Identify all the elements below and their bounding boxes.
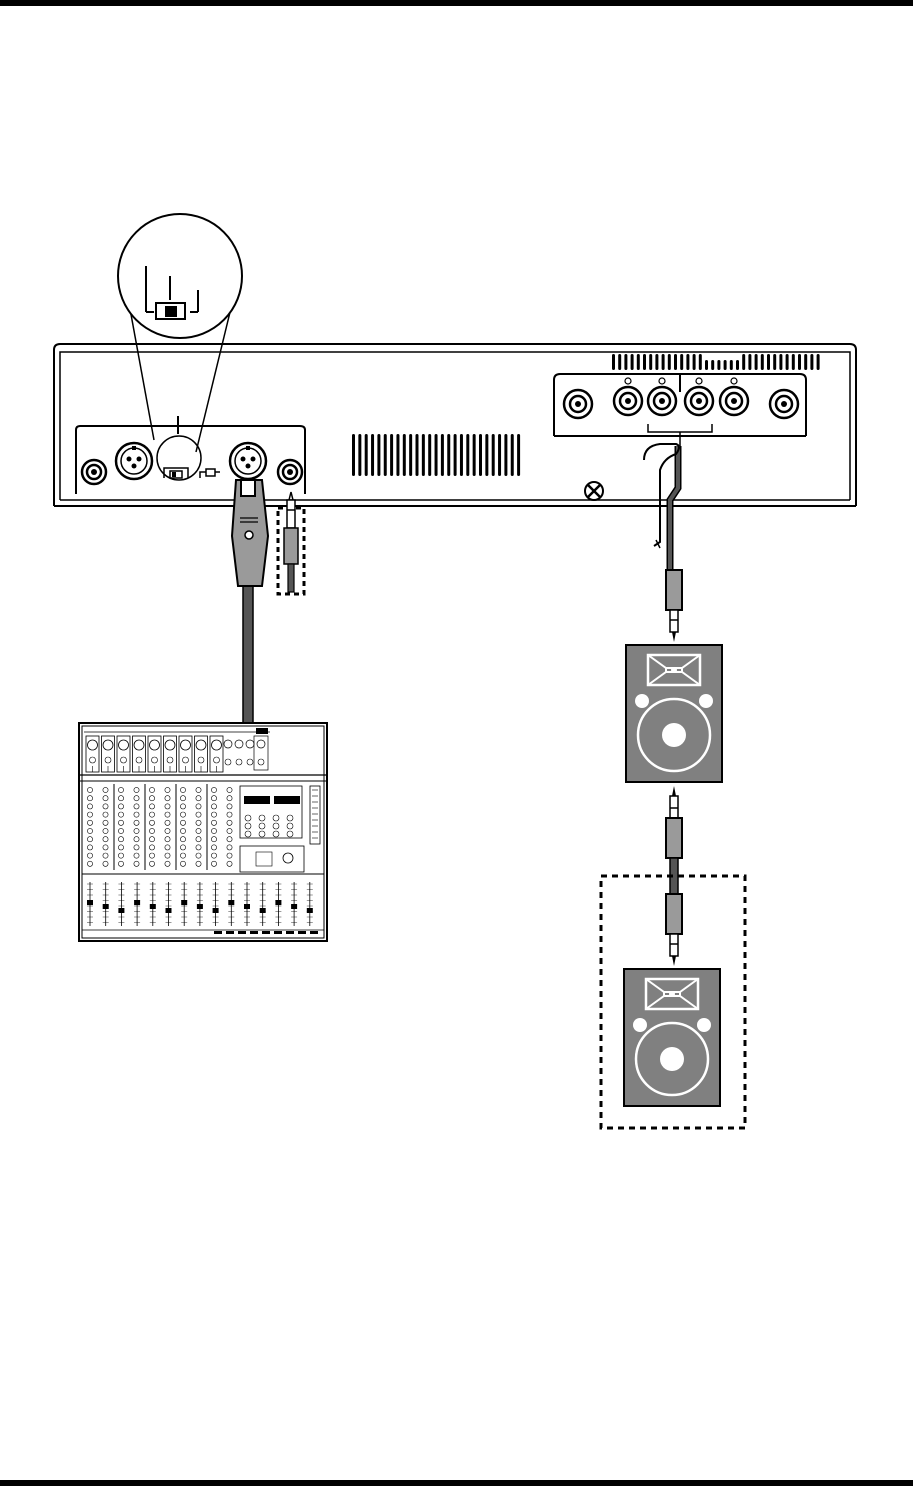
- phone-plug-icon: [666, 570, 682, 642]
- phone-plug-icon: [666, 786, 682, 858]
- grille-slot: [686, 354, 689, 370]
- xlr-cable: [232, 480, 268, 724]
- grille-slot: [693, 354, 696, 370]
- grille-slot: [674, 354, 677, 370]
- grille-slot: [649, 354, 652, 370]
- grille-slot: [435, 434, 438, 476]
- phone-output-jack-icon[interactable]: [770, 390, 798, 418]
- speakon-output-jack-icon[interactable]: [685, 387, 713, 415]
- grille-slot: [384, 434, 387, 476]
- grille-slot: [711, 360, 714, 370]
- speakon-output-jack-icon[interactable]: [614, 387, 642, 415]
- xlr-input-jack-icon[interactable]: [116, 443, 152, 479]
- grille-slot: [466, 434, 469, 476]
- xlr-input-jack-icon[interactable]: [230, 443, 266, 479]
- grille-slot: [517, 434, 520, 476]
- grille-slot: [454, 434, 457, 476]
- grille-slot: [798, 354, 801, 370]
- grille-slot: [390, 434, 393, 476]
- grille-slot: [441, 434, 444, 476]
- grille-slot: [767, 354, 770, 370]
- grille-slot: [773, 354, 776, 370]
- grille-slot: [724, 360, 727, 370]
- speakon-output-jack-icon[interactable]: [720, 387, 748, 415]
- grille-slot: [699, 354, 702, 370]
- grille-slot: [352, 434, 355, 476]
- grille-slot: [668, 354, 671, 370]
- grille-slot: [618, 354, 621, 370]
- grille-slot: [624, 354, 627, 370]
- phone-input-jack-icon[interactable]: [278, 460, 302, 484]
- grille-slot: [662, 354, 665, 370]
- grille-slot: [748, 354, 751, 370]
- grille-slot: [804, 354, 807, 370]
- grille-slot: [742, 354, 745, 370]
- bottom-page-bar: [0, 1480, 913, 1486]
- grille-slot: [736, 360, 739, 370]
- grille-slot: [655, 354, 658, 370]
- grille-slot: [730, 360, 733, 370]
- grille-slot: [779, 354, 782, 370]
- xlr-plug-icon: [232, 480, 268, 586]
- screw-icon: [585, 482, 603, 500]
- grille-slot: [371, 434, 374, 476]
- grille-slot: [498, 434, 501, 476]
- grille-slot: [810, 354, 813, 370]
- grille-slot: [396, 434, 399, 476]
- phone-plug-icon: [666, 894, 682, 966]
- grille-slot: [358, 434, 361, 476]
- grille-slot: [631, 354, 634, 370]
- phone-output-jack-icon[interactable]: [564, 390, 592, 418]
- mixer-console: [79, 723, 327, 941]
- phone-input-jack-icon[interactable]: [82, 460, 106, 484]
- grille-slot: [643, 354, 646, 370]
- grille-slot: [817, 354, 820, 370]
- speaker-cabinet-icon: [624, 969, 720, 1106]
- grille-slot: [485, 434, 488, 476]
- grille-slot: [755, 354, 758, 370]
- grille-slot: [403, 434, 406, 476]
- grille-slot: [422, 434, 425, 476]
- grille-slot: [365, 434, 368, 476]
- grille-slot: [447, 434, 450, 476]
- grille-slot: [492, 434, 495, 476]
- speakon-output-jack-icon[interactable]: [648, 387, 676, 415]
- grille-slot: [786, 354, 789, 370]
- grille-slot: [637, 354, 640, 370]
- speaker-cabinet-icon: [626, 645, 722, 782]
- grille-slot: [792, 354, 795, 370]
- grille-slot: [428, 434, 431, 476]
- optional-connection-dashed-box: [278, 492, 304, 594]
- grille-slot: [409, 434, 412, 476]
- grille-slot: [511, 434, 514, 476]
- grille-slot: [479, 434, 482, 476]
- grille-slot: [705, 360, 708, 370]
- grille-slot: [761, 354, 764, 370]
- grille-slot: [377, 434, 380, 476]
- grille-slot: [680, 354, 683, 370]
- grille-slot: [717, 360, 720, 370]
- grille-slot: [473, 434, 476, 476]
- grille-slot: [612, 354, 615, 370]
- grille-slot: [460, 434, 463, 476]
- top-page-bar: [0, 0, 913, 6]
- grille-slot: [504, 434, 507, 476]
- grille-slot: [416, 434, 419, 476]
